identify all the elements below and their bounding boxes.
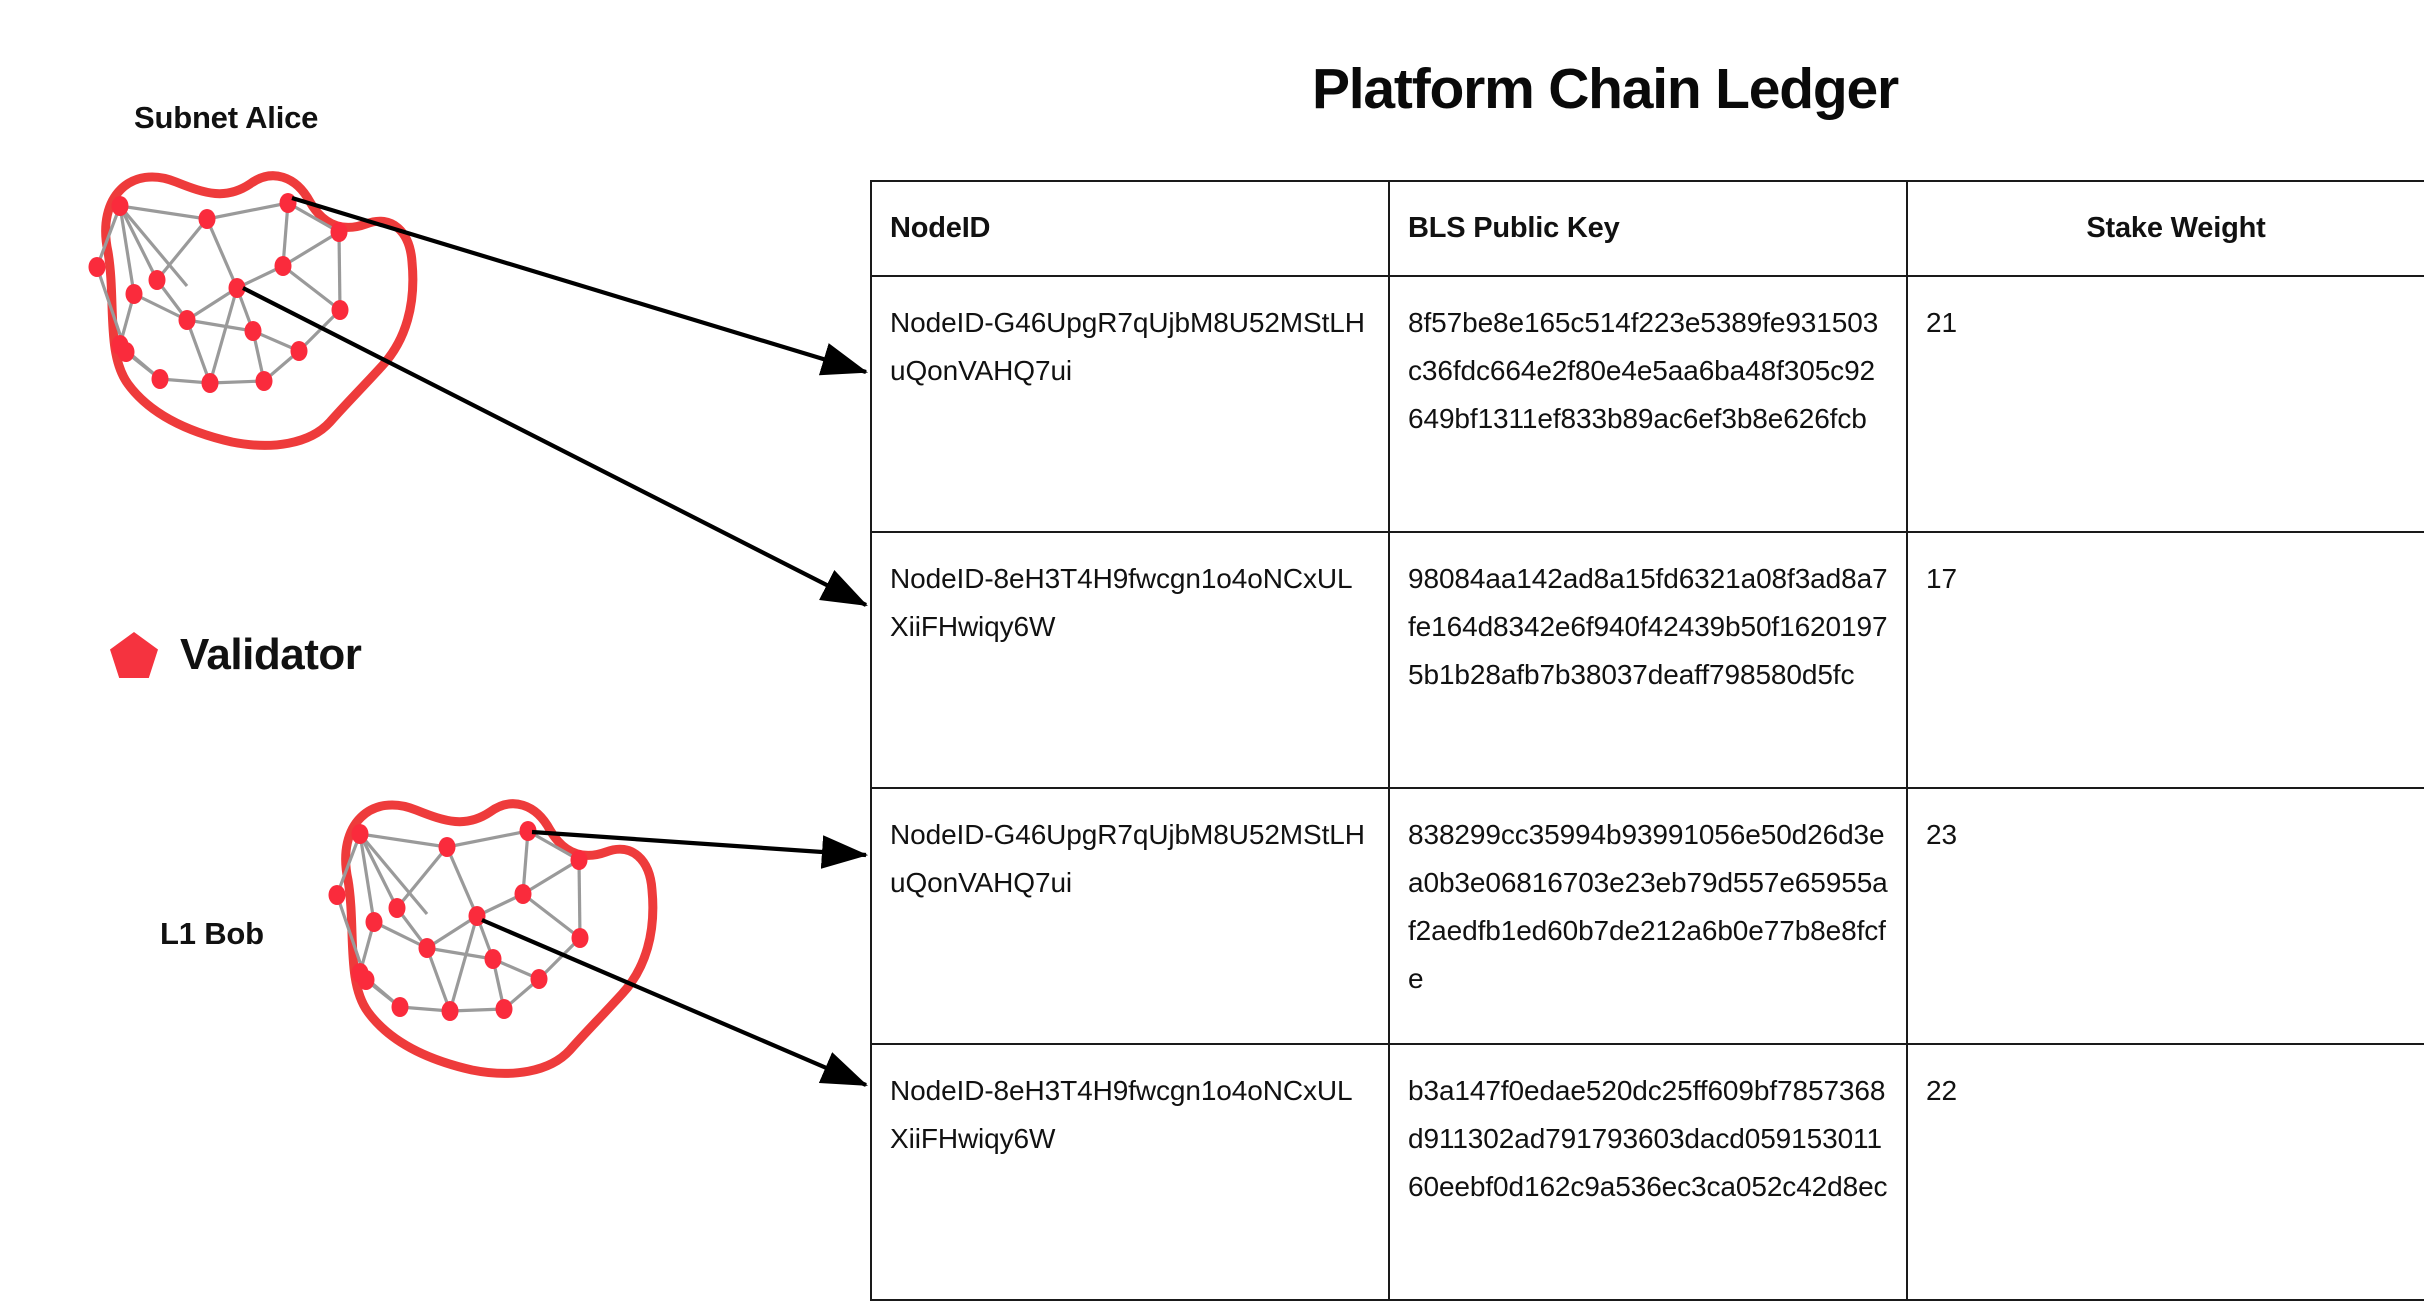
arrow-bob-to-row-4 <box>481 918 868 1087</box>
subnet-alice-label: Subnet Alice <box>134 100 319 135</box>
arrows <box>242 195 869 1087</box>
arrow-alice-to-row-1 <box>291 195 869 376</box>
cell-bls-public-key: 838299cc35994b93991056e50d26d3ea0b3e0681… <box>1388 787 1908 1045</box>
validator-legend: Validator <box>108 630 362 680</box>
l1-bob-label: L1 Bob <box>160 916 264 951</box>
validator-nodes-bob <box>328 821 589 1021</box>
table-row: NodeID-G46UpgR7qUjbM8U52MStLHuQonVAHQ7ui… <box>870 787 2424 1045</box>
cell-nodeid: NodeID-8eH3T4H9fwcgn1o4oNCxULXiiFHwiqy6W <box>870 1043 1390 1301</box>
network-diagram <box>88 171 869 1087</box>
column-header-stake-weight: Stake Weight <box>1906 180 2424 277</box>
table-row: NodeID-8eH3T4H9fwcgn1o4oNCxULXiiFHwiqy6W… <box>870 531 2424 789</box>
cell-stake-weight: 22 <box>1906 1043 2424 1301</box>
column-header-nodeid: NodeID <box>870 180 1390 277</box>
cell-bls-public-key: b3a147f0edae520dc25ff609bf7857368d911302… <box>1388 1043 1908 1301</box>
header-row: NodeID BLS Public Key Stake Weight <box>870 180 2424 277</box>
table-row: NodeID-G46UpgR7qUjbM8U52MStLHuQonVAHQ7ui… <box>870 275 2424 533</box>
cell-nodeid: NodeID-G46UpgR7qUjbM8U52MStLHuQonVAHQ7ui <box>870 787 1390 1045</box>
arrow-bob-to-row-3 <box>531 829 869 869</box>
arrow-alice-to-row-2 <box>242 286 868 607</box>
ledger-panel: Platform Chain Ledger NodeID BLS Public … <box>870 0 2424 1301</box>
validator-legend-label: Validator <box>180 630 362 679</box>
subnet-alice-group <box>88 171 418 450</box>
cell-bls-public-key: 98084aa142ad8a15fd6321a08f3ad8a7fe164d83… <box>1388 531 1908 789</box>
table-header: NodeID BLS Public Key Stake Weight <box>870 180 2424 277</box>
cell-stake-weight: 23 <box>1906 787 2424 1045</box>
cell-bls-public-key: 8f57be8e165c514f223e5389fe931503c36fdc66… <box>1388 275 1908 533</box>
table-row: NodeID-8eH3T4H9fwcgn1o4oNCxULXiiFHwiqy6W… <box>870 1043 2424 1301</box>
cell-stake-weight: 21 <box>1906 275 2424 533</box>
column-header-bls-public-key: BLS Public Key <box>1388 180 1908 277</box>
pentagon-icon <box>110 632 158 678</box>
blob-outline-alice <box>101 171 418 450</box>
blob-outline-bob <box>341 799 658 1078</box>
l1-bob-group <box>328 799 658 1078</box>
cell-stake-weight: 17 <box>1906 531 2424 789</box>
table-body: NodeID-G46UpgR7qUjbM8U52MStLHuQonVAHQ7ui… <box>870 275 2424 1301</box>
ledger-table: NodeID BLS Public Key Stake Weight NodeI… <box>870 180 2424 1301</box>
validator-nodes-alice <box>88 193 349 393</box>
cell-nodeid: NodeID-8eH3T4H9fwcgn1o4oNCxULXiiFHwiqy6W <box>870 531 1390 789</box>
page-title: Platform Chain Ledger <box>1311 57 1899 121</box>
cell-nodeid: NodeID-G46UpgR7qUjbM8U52MStLHuQonVAHQ7ui <box>870 275 1390 533</box>
diagram-panel: Subnet Alice L1 Bob Validator <box>0 0 880 1294</box>
